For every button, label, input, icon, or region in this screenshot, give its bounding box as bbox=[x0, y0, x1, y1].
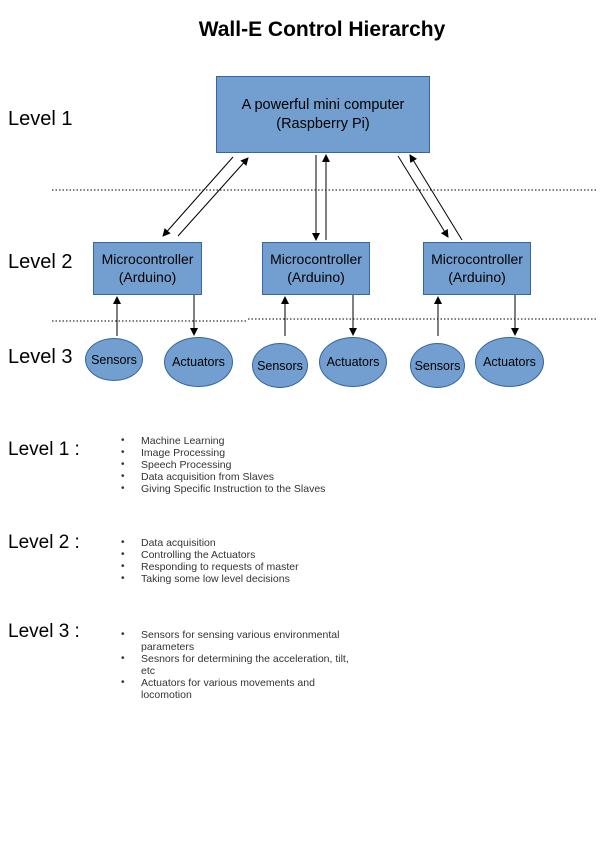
microcontroller-node-2: Microcontroller (Arduino) bbox=[262, 242, 370, 295]
arrow-down-to-controller-1 bbox=[162, 156, 234, 237]
actuators-node-3: Actuators bbox=[475, 337, 544, 387]
level-3-label: Level 3 bbox=[8, 346, 73, 368]
raspberry-pi-node-line-2: (Raspberry Pi) bbox=[276, 115, 370, 132]
list-item: Data acquisition bbox=[121, 537, 299, 549]
sensors-node-1: Sensors bbox=[85, 338, 143, 381]
microcontroller-node-1: Microcontroller (Arduino) bbox=[93, 242, 202, 295]
actuators-node-1: Actuators bbox=[164, 337, 233, 387]
diagram-title: Wall-E Control Hierarchy bbox=[198, 18, 446, 41]
list-item: Controlling the Actuators bbox=[121, 549, 299, 561]
arrow-up-to-root-3 bbox=[409, 154, 463, 241]
raspberry-pi-node-line-1: A powerful mini computer bbox=[241, 97, 405, 114]
microcontroller-node-2-line-2: (Arduino) bbox=[287, 268, 345, 285]
list-item: Speech Processing bbox=[121, 459, 325, 471]
microcontroller-node-3-line-2: (Arduino) bbox=[448, 268, 506, 285]
list-item: Actuators for various movements and loco… bbox=[121, 677, 351, 701]
microcontroller-node-3-line-1: Microcontroller bbox=[431, 251, 523, 267]
list-item: Machine Learning bbox=[121, 435, 325, 447]
list-item: Sensors for sensing various environmenta… bbox=[121, 629, 351, 653]
level-1-label: Level 1 bbox=[8, 108, 73, 130]
level-2-label: Level 2 bbox=[8, 251, 73, 273]
description-level-3-list: Sensors for sensing various environmenta… bbox=[121, 629, 351, 701]
sensors-node-2: Sensors bbox=[252, 343, 308, 388]
description-level-1-label: Level 1 : bbox=[8, 439, 80, 460]
list-item: Image Processing bbox=[121, 447, 325, 459]
arrow-up-to-root-1 bbox=[177, 157, 249, 237]
microcontroller-node-3: Microcontroller (Arduino) bbox=[423, 242, 531, 295]
description-level-1-list: Machine Learning Image Processing Speech… bbox=[121, 435, 325, 495]
description-level-2-list: Data acquisition Controlling the Actuato… bbox=[121, 537, 299, 585]
description-level-3-label: Level 3 : bbox=[8, 621, 80, 642]
list-item: Giving Specific Instruction to the Slave… bbox=[121, 483, 325, 495]
list-item: Data acquisition from Slaves bbox=[121, 471, 325, 483]
microcontroller-node-2-line-1: Microcontroller bbox=[270, 251, 362, 267]
actuators-node-2: Actuators bbox=[319, 337, 387, 387]
microcontroller-node-1-line-1: Microcontroller bbox=[101, 251, 194, 267]
sensors-node-3: Sensors bbox=[410, 343, 465, 388]
list-item: Sesnors for determining the acceleration… bbox=[121, 653, 351, 677]
description-level-2-label: Level 2 : bbox=[8, 532, 80, 553]
list-item: Taking some low level decisions bbox=[121, 573, 299, 585]
arrow-down-to-controller-3 bbox=[397, 155, 449, 238]
list-item: Responding to requests of master bbox=[121, 561, 299, 573]
raspberry-pi-node: A powerful mini computer (Raspberry Pi) bbox=[216, 76, 430, 153]
microcontroller-node-1-line-2: (Arduino) bbox=[118, 268, 177, 285]
